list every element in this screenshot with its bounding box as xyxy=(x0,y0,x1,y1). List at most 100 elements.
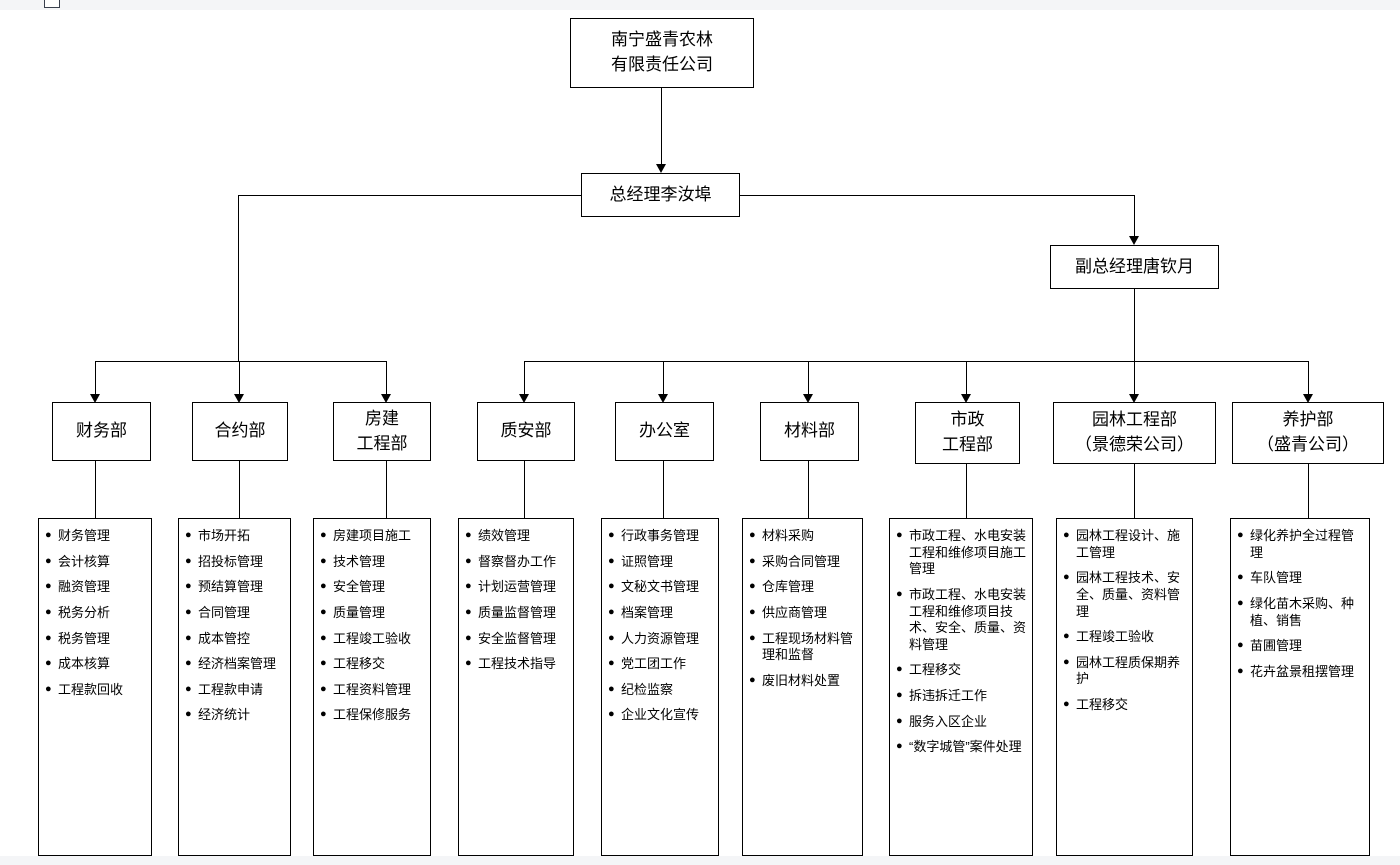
duty-item-text: 苗圃管理 xyxy=(1250,638,1303,654)
department-maintenance-line1: 养护部 xyxy=(1282,410,1334,430)
stem-finance xyxy=(95,461,96,518)
arrow-gm-to-deputy xyxy=(1129,236,1139,245)
duty-item: 市场开拓 xyxy=(185,528,285,545)
duty-item-text: 绿化苗木采购、种植、销售 xyxy=(1250,595,1355,628)
duty-item: 证照管理 xyxy=(608,554,713,571)
duty-item: 经济统计 xyxy=(185,707,285,724)
arrow-drop-municipal xyxy=(961,394,971,403)
node-general-manager[interactable]: 总经理李汝埠 xyxy=(581,173,740,217)
duty-item-text: 工程款申请 xyxy=(198,681,264,697)
duty-item-text: 废旧材料处置 xyxy=(762,672,841,688)
duties-panel-municipal-engineering[interactable]: 市政工程、水电安装工程和维修项目施工管理市政工程、水电安装工程和维修项目技术、安… xyxy=(889,518,1033,856)
duty-item-text: 工程现场材料管理和监督 xyxy=(762,630,854,663)
duty-item-text: 文秘文书管理 xyxy=(621,579,700,595)
connector-drop-maintenance xyxy=(1308,361,1309,397)
duty-item-text: 服务入区企业 xyxy=(909,713,988,729)
duties-panel-housing-engineering[interactable]: 房建项目施工技术管理安全管理质量管理工程竣工验收工程移交工程资料管理工程保修服务 xyxy=(313,518,431,856)
duty-item: 企业文化宣传 xyxy=(608,707,713,724)
duties-panel-maintenance[interactable]: 绿化养护全过程管理车队管理绿化苗木采购、种植、销售苗圃管理花卉盆景租摆管理 xyxy=(1230,518,1370,856)
connector-deputy-down xyxy=(1134,289,1135,361)
arrow-drop-maintenance xyxy=(1303,394,1313,403)
duty-item-text: 供应商管理 xyxy=(762,604,828,620)
duty-item: 工程现场材料管理和监督 xyxy=(749,631,857,664)
duty-item-text: 企业文化宣传 xyxy=(621,707,700,723)
duties-panel-contract[interactable]: 市场开拓招投标管理预结算管理合同管理成本管控经济档案管理工程款申请经济统计 xyxy=(178,518,291,856)
arrow-drop-landscape xyxy=(1129,394,1139,403)
duty-item: 党工团工作 xyxy=(608,656,713,673)
node-department-materials[interactable]: 材料部 xyxy=(760,402,859,461)
duty-item-text: 税务管理 xyxy=(58,630,111,646)
node-department-contract[interactable]: 合约部 xyxy=(192,402,288,461)
connector-drop-finance xyxy=(95,361,96,397)
duties-panel-landscape-engineering[interactable]: 园林工程设计、施工管理园林工程技术、安全、质量、资料管理工程竣工验收园林工程质保… xyxy=(1056,518,1193,856)
node-department-office[interactable]: 办公室 xyxy=(615,402,714,461)
duty-item: 材料采购 xyxy=(749,528,857,545)
duty-item-text: 采购合同管理 xyxy=(762,553,841,569)
stem-office xyxy=(663,461,664,518)
duty-item-text: 市场开拓 xyxy=(198,528,251,543)
department-landscape-line1: 园林工程部 xyxy=(1092,410,1177,430)
duty-item: 园林工程质保期养护 xyxy=(1063,655,1187,688)
duty-item-text: 质量监督管理 xyxy=(478,604,557,620)
duties-panel-materials[interactable]: 材料采购采购合同管理仓库管理供应商管理工程现场材料管理和监督废旧材料处置 xyxy=(742,518,863,856)
duties-panel-quality-safety[interactable]: 绩效管理督察督办工作计划运营管理质量监督管理安全监督管理工程技术指导 xyxy=(458,518,574,856)
duty-item: 纪检监察 xyxy=(608,682,713,699)
duty-item: 融资管理 xyxy=(45,579,146,596)
duty-item: 质量管理 xyxy=(320,605,425,622)
stem-municipal xyxy=(966,464,967,518)
duty-item-text: 质量管理 xyxy=(333,604,386,620)
stem-quality-safety xyxy=(524,461,525,518)
duty-item: 服务入区企业 xyxy=(896,714,1027,731)
connector-drop-materials xyxy=(808,361,809,397)
window-bottom-strip xyxy=(0,856,1400,865)
duty-item-text: 安全监督管理 xyxy=(478,630,557,646)
duty-item-text: 材料采购 xyxy=(762,528,815,543)
duties-panel-office[interactable]: 行政事务管理证照管理文秘文书管理档案管理人力资源管理党工团工作纪检监察企业文化宣… xyxy=(601,518,719,856)
duty-item: 文秘文书管理 xyxy=(608,579,713,596)
duty-item-text: 经济统计 xyxy=(198,707,251,723)
root-company-line1: 南宁盛青农林 xyxy=(611,30,713,50)
node-deputy-general-manager[interactable]: 副总经理唐钦月 xyxy=(1050,245,1219,289)
node-department-quality-safety[interactable]: 质安部 xyxy=(477,402,575,461)
duty-item-text: 工程移交 xyxy=(333,656,386,672)
arrow-drop-housing xyxy=(381,394,391,403)
duty-item: 废旧材料处置 xyxy=(749,673,857,690)
duty-item: 工程移交 xyxy=(896,662,1027,679)
duty-item-text: 证照管理 xyxy=(621,553,674,569)
department-landscape-line2: （景德荣公司） xyxy=(1075,435,1194,454)
duty-item: 预结算管理 xyxy=(185,579,285,596)
node-root-company[interactable]: 南宁盛青农林 有限责任公司 xyxy=(570,18,754,88)
department-maintenance-line2: （盛青公司） xyxy=(1257,435,1359,454)
duty-item-text: 成本核算 xyxy=(58,656,111,672)
duty-item: 拆违拆迁工作 xyxy=(896,688,1027,705)
department-housing-line1: 房建 xyxy=(365,408,399,428)
duty-item-text: 会计核算 xyxy=(58,553,111,569)
node-department-finance[interactable]: 财务部 xyxy=(52,402,151,461)
duty-item-text: 预结算管理 xyxy=(198,579,264,595)
duty-item: 园林工程技术、安全、质量、资料管理 xyxy=(1063,570,1187,620)
duty-item: 工程款回收 xyxy=(45,682,146,699)
duty-item-text: 党工团工作 xyxy=(621,656,687,672)
node-department-housing-engineering[interactable]: 房建 工程部 xyxy=(333,402,431,461)
duty-item-text: 工程移交 xyxy=(1076,697,1129,712)
department-housing-line2: 工程部 xyxy=(356,433,408,453)
node-department-maintenance[interactable]: 养护部 （盛青公司） xyxy=(1232,402,1384,464)
department-materials-line1: 材料部 xyxy=(784,421,835,441)
department-quality-safety-line1: 质安部 xyxy=(500,421,552,441)
duty-item: 督察督办工作 xyxy=(465,554,568,571)
duty-item: 供应商管理 xyxy=(749,605,857,622)
duty-item-text: 行政事务管理 xyxy=(621,528,700,543)
duty-item-text: 市政工程、水电安装工程和维修项目技术、安全、质量、资料管理 xyxy=(909,586,1027,652)
duty-item-text: 园林工程技术、安全、质量、资料管理 xyxy=(1076,570,1181,619)
duty-item-text: 合同管理 xyxy=(198,604,251,620)
duty-item: 房建项目施工 xyxy=(320,528,425,545)
duty-item-text: 花卉盆景租摆管理 xyxy=(1250,663,1355,679)
connector-bus-right xyxy=(524,361,1309,362)
department-municipal-line1: 市政 xyxy=(950,410,985,430)
node-department-municipal-engineering[interactable]: 市政 工程部 xyxy=(915,402,1020,464)
node-department-landscape-engineering[interactable]: 园林工程部 （景德荣公司） xyxy=(1053,402,1216,464)
duty-item: 人力资源管理 xyxy=(608,631,713,648)
duties-panel-finance[interactable]: 财务管理会计核算融资管理税务分析税务管理成本核算工程款回收 xyxy=(38,518,152,856)
duty-item-text: 车队管理 xyxy=(1250,570,1303,586)
